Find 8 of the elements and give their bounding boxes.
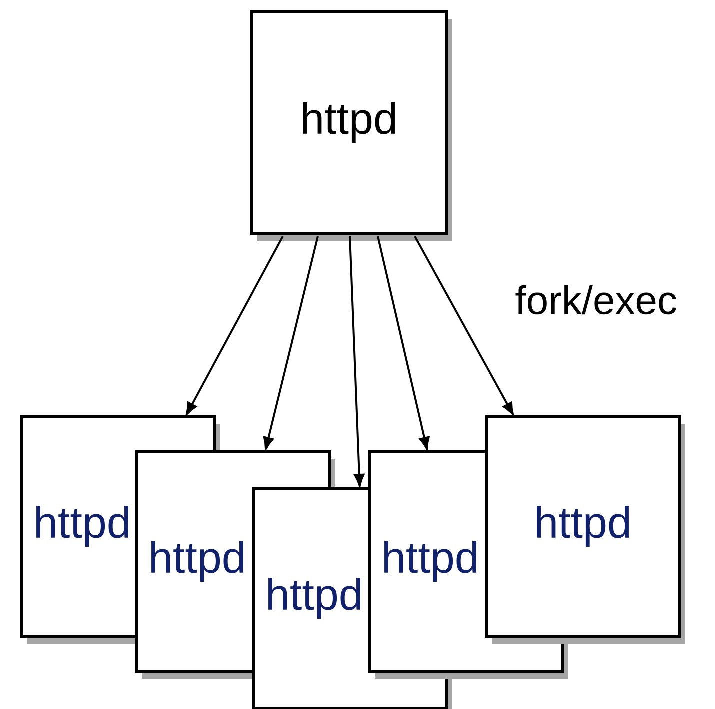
process-box: httpd xyxy=(250,10,452,241)
arrow xyxy=(263,236,319,450)
process-box: httpd xyxy=(485,414,685,644)
arrow xyxy=(186,236,284,416)
arrow xyxy=(377,236,430,450)
arrow xyxy=(349,236,365,487)
arrow xyxy=(414,236,514,416)
annotation-text: fork/exec xyxy=(516,285,676,315)
